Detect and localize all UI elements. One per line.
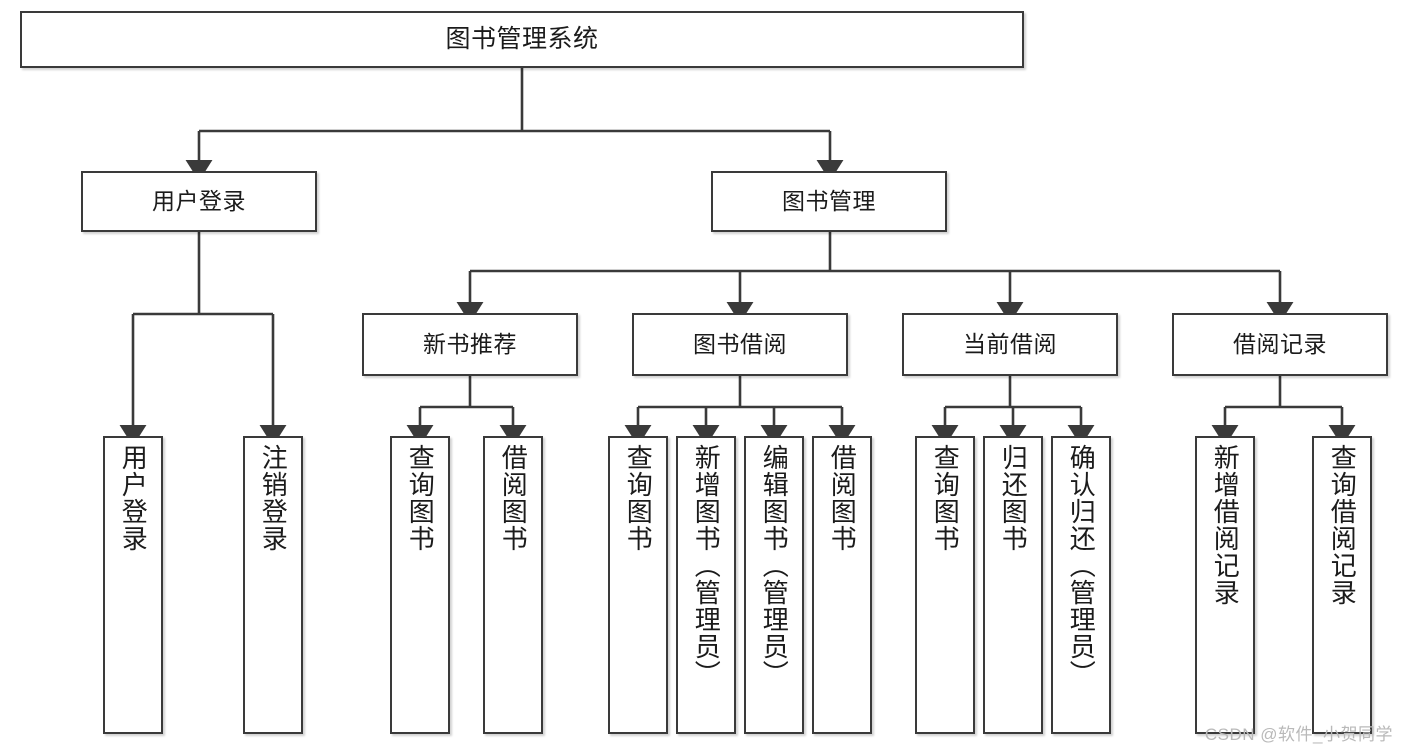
node-label: 图书借阅	[693, 331, 787, 358]
node-root-book-management-system[interactable]: 图书管理系统	[20, 11, 1024, 68]
node-label: 新增图书（管理员）	[691, 444, 722, 687]
node-label: 借阅图书	[827, 444, 858, 552]
node-label: 当前借阅	[963, 331, 1057, 358]
node-book-management[interactable]: 图书管理	[711, 171, 947, 232]
leaf-book-borrow-add[interactable]: 新增图书（管理员）	[676, 436, 736, 734]
leaf-current-borrow-return[interactable]: 归还图书	[983, 436, 1043, 734]
leaf-borrow-record-add[interactable]: 新增借阅记录	[1195, 436, 1255, 734]
node-label: 新增借阅记录	[1210, 444, 1241, 606]
node-current-borrow[interactable]: 当前借阅	[902, 313, 1118, 376]
node-label: 用户登录	[152, 188, 246, 215]
watermark-text: CSDN @软件_小贺同学	[1204, 725, 1393, 744]
leaf-current-borrow-confirm-return[interactable]: 确认归还（管理员）	[1051, 436, 1111, 734]
node-borrow-record[interactable]: 借阅记录	[1172, 313, 1388, 376]
leaf-current-borrow-query[interactable]: 查询图书	[915, 436, 975, 734]
leaf-new-book-borrow[interactable]: 借阅图书	[483, 436, 543, 734]
node-user-login[interactable]: 用户登录	[81, 171, 317, 232]
node-label: 图书管理	[782, 188, 876, 215]
node-label: 编辑图书（管理员）	[759, 444, 790, 687]
leaf-user-login-logout[interactable]: 注销登录	[243, 436, 303, 734]
leaf-user-login-login[interactable]: 用户登录	[103, 436, 163, 734]
leaf-book-borrow-edit[interactable]: 编辑图书（管理员）	[744, 436, 804, 734]
leaf-book-borrow-query[interactable]: 查询图书	[608, 436, 668, 734]
node-label: 查询图书	[623, 444, 654, 552]
node-label: 借阅图书	[498, 444, 529, 552]
leaf-book-borrow-borrow[interactable]: 借阅图书	[812, 436, 872, 734]
node-label: 查询图书	[405, 444, 436, 552]
leaf-borrow-record-query[interactable]: 查询借阅记录	[1312, 436, 1372, 734]
node-label: 注销登录	[258, 444, 289, 552]
node-label: 新书推荐	[423, 331, 517, 358]
node-book-borrow[interactable]: 图书借阅	[632, 313, 848, 376]
node-label: 确认归还（管理员）	[1066, 444, 1097, 687]
leaf-new-book-query[interactable]: 查询图书	[390, 436, 450, 734]
node-label: 图书管理系统	[445, 25, 599, 53]
node-label: 归还图书	[998, 444, 1029, 552]
node-label: 用户登录	[118, 444, 149, 552]
node-label: 查询借阅记录	[1327, 444, 1358, 606]
node-new-book-recommend[interactable]: 新书推荐	[362, 313, 578, 376]
node-label: 借阅记录	[1233, 331, 1327, 358]
node-label: 查询图书	[930, 444, 961, 552]
